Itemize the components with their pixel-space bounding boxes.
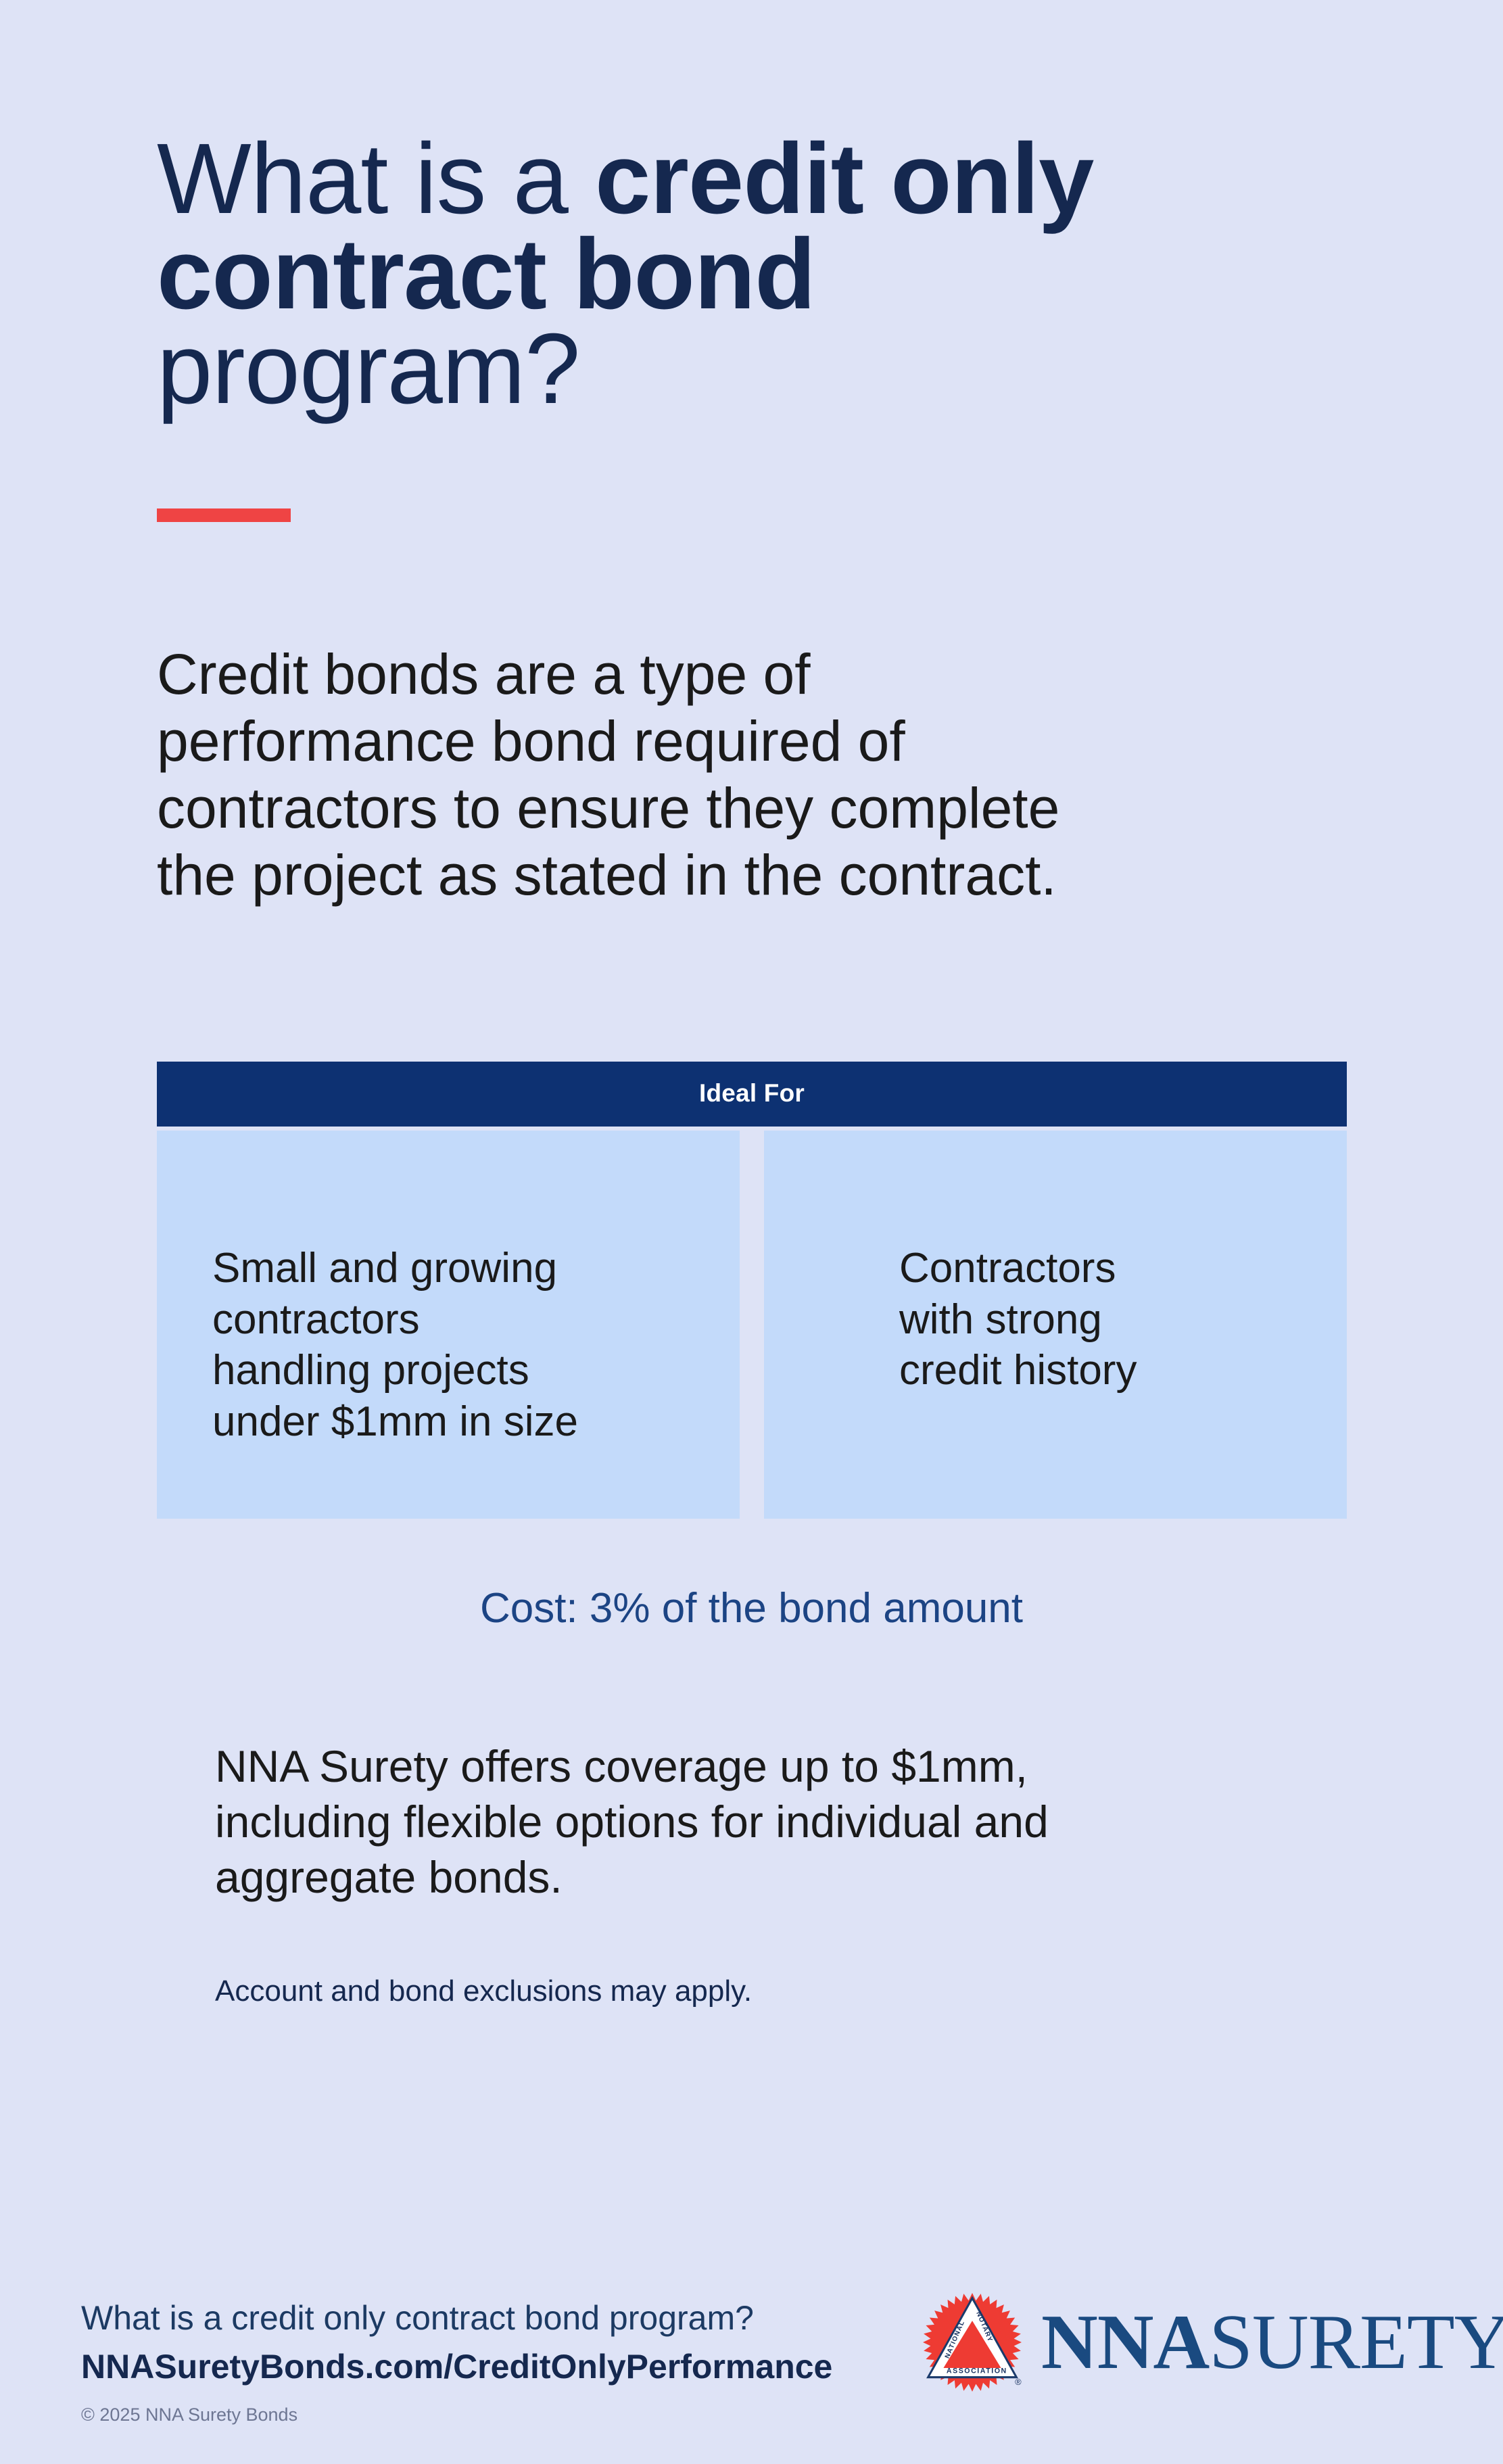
footer-question: What is a credit only contract bond prog… (81, 2299, 754, 2337)
page-title-bold-part: credit only (594, 123, 1094, 235)
nna-surety-wordmark: NNASURETY (1041, 2303, 1503, 2382)
red-accent-bar (157, 508, 291, 522)
registered-trademark-icon: ® (1015, 2377, 1022, 2387)
intro-line-2: performance bond required of (157, 709, 905, 774)
intro-line-4: the project as stated in the contract. (157, 843, 1057, 907)
nna-seal-icon: NATIONAL NOTARY ASSOCIATION ® (923, 2293, 1022, 2392)
footer-copyright: © 2025 NNA Surety Bonds (81, 2404, 298, 2425)
wordmark-nna: NNA (1041, 2299, 1210, 2386)
footer-text-block: What is a credit only contract bond prog… (81, 2298, 832, 2425)
cost-statement: Cost: 3% of the bond amount (479, 1585, 1024, 1632)
footer: What is a credit only contract bond prog… (0, 2277, 1503, 2464)
ideal-for-cell-left-text: Small and growing contractors handling p… (157, 1243, 578, 1448)
page-title-line-2: contract bond (157, 218, 816, 330)
intro-line-1: Credit bonds are a type of (157, 642, 811, 706)
coverage-line-1: NNA Surety offers coverage up to $1mm, (215, 1741, 1028, 1791)
coverage-line-2: including flexible options for individua… (215, 1796, 1049, 1847)
ideal-for-cell-right: Contractors with strong credit history (764, 1131, 1347, 1519)
ideal-for-header: Ideal For (157, 1062, 1347, 1127)
cell-right-line-2: with strong (899, 1296, 1102, 1343)
intro-paragraph: Credit bonds are a type of performance b… (157, 641, 1333, 909)
cell-right-line-3: credit history (899, 1347, 1137, 1394)
page-title-line-3: program? (157, 313, 580, 425)
exclusions-disclaimer: Account and bond exclusions may apply. (215, 1974, 753, 2008)
cell-left-line-2: contractors (212, 1296, 420, 1343)
coverage-line-3: aggregate bonds. (215, 1851, 563, 1902)
wordmark-surety: SURETY (1209, 2299, 1503, 2386)
cell-left-line-1: Small and growing (212, 1245, 558, 1292)
ideal-for-cell-left: Small and growing contractors handling p… (157, 1131, 740, 1519)
cell-left-line-4: under $1mm in size (212, 1398, 579, 1445)
seal-association-text: ASSOCIATION (947, 2367, 1007, 2375)
ideal-for-table: Ideal For Small and growing contractors … (157, 1062, 1347, 1519)
ideal-for-cells: Small and growing contractors handling p… (157, 1131, 1347, 1519)
cell-left-line-3: handling projects (212, 1347, 529, 1394)
cell-right-line-1: Contractors (899, 1245, 1116, 1292)
nna-surety-logo: NATIONAL NOTARY ASSOCIATION ® NNASURETY (921, 2291, 1503, 2394)
seal-triangle (926, 2296, 1018, 2379)
page-title-light-part: What is a (157, 123, 595, 235)
footer-url-link[interactable]: NNASuretyBonds.com/CreditOnlyPerformance (81, 2348, 833, 2386)
coverage-paragraph: NNA Surety offers coverage up to $1mm, i… (215, 1739, 1364, 1905)
page-title: What is a credit only contract bond prog… (157, 129, 1401, 425)
page-title-line-1: What is a credit only (157, 129, 1401, 229)
ideal-for-cell-right-text: Contractors with strong credit history (764, 1243, 1137, 1396)
intro-line-3: contractors to ensure they complete (157, 776, 1060, 840)
